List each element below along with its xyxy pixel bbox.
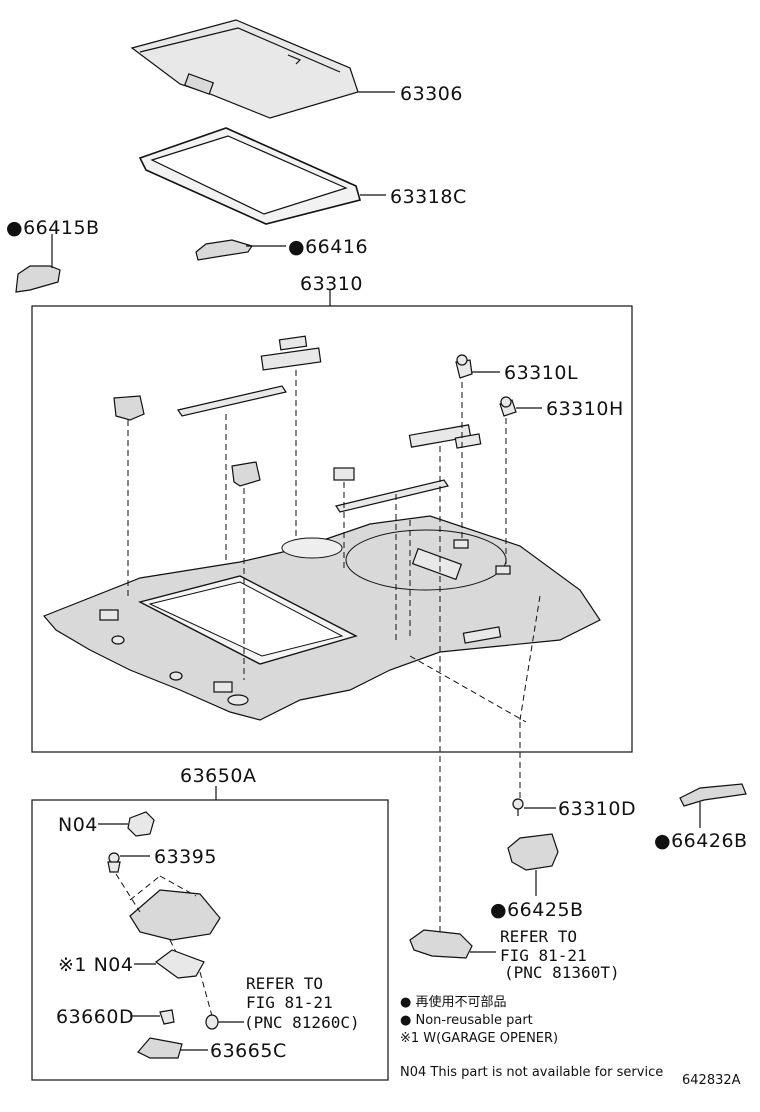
ref-left-line2: FIG 81-21 — [246, 993, 333, 1012]
pad-small-center — [333, 467, 355, 481]
ref-left-line1: REFER TO — [246, 974, 323, 993]
label-66416: ●66416 — [288, 236, 368, 258]
pad-top-small — [278, 335, 308, 351]
bracket-66415b — [15, 265, 61, 293]
clip-63310h — [499, 396, 517, 417]
screw-63310d — [512, 798, 524, 816]
block-left — [113, 395, 145, 421]
ref-right-line2: FIG 81-21 — [500, 946, 587, 965]
block-center — [231, 461, 261, 487]
label-63665c: 63665C — [210, 1040, 287, 1062]
pad-right — [408, 424, 472, 448]
rail-66426b — [679, 783, 747, 807]
lens-63665c — [137, 1037, 183, 1059]
label-63660d: 63660D — [56, 1006, 134, 1028]
strip-right — [335, 479, 449, 513]
console-dashes — [115, 873, 213, 1017]
dashed-guides — [127, 370, 541, 940]
sunroof-frame-part — [138, 127, 361, 225]
label-63310l: 63310L — [504, 362, 578, 384]
legend-non-reusable-jp: ● 再使用不可部品 — [400, 994, 506, 1010]
label-n04-top: N04 — [58, 814, 98, 836]
label-66415b: ●66415B — [6, 217, 100, 239]
headliner-part — [42, 515, 601, 721]
figure-id: 642832A — [682, 1073, 741, 1088]
console-assy-part — [129, 889, 221, 941]
label-63650a: 63650A — [180, 765, 256, 787]
console-box — [31, 799, 389, 1081]
map-lamp-part — [409, 929, 473, 959]
ref-left-line3: (PNC 81260C) — [244, 1013, 360, 1032]
clip-66416 — [195, 239, 253, 261]
ref-right-line3: (PNC 81360T) — [504, 963, 620, 982]
bulb-63660d — [159, 1009, 175, 1025]
ref-right-line1: REFER TO — [500, 927, 577, 946]
label-63306: 63306 — [400, 83, 463, 105]
label-66425b: ●66425B — [490, 899, 584, 921]
clip-63395 — [107, 852, 121, 873]
headliner-box — [31, 305, 633, 753]
clip-n04-top — [127, 811, 155, 837]
plate-n04 — [154, 949, 205, 979]
legend-garage-opener: ※1 W(GARAGE OPENER) — [400, 1031, 558, 1046]
label-63395: 63395 — [154, 846, 217, 868]
connector-part — [205, 1014, 219, 1030]
bracket-66425b — [507, 833, 559, 871]
legend-non-reusable-en: ● Non-reusable part — [400, 1013, 533, 1028]
label-n04-plate: ※1 N04 — [58, 954, 133, 976]
sunshade-part — [130, 19, 359, 119]
label-63318c: 63318C — [390, 186, 467, 208]
legend-n04-note: N04 This part is not available for servi… — [400, 1065, 663, 1080]
clip-63310l — [455, 354, 473, 379]
label-63310h: 63310H — [546, 398, 624, 420]
label-63310: 63310 — [300, 273, 363, 295]
pad-top — [260, 347, 322, 371]
label-63310d: 63310D — [558, 798, 636, 820]
strip-left — [177, 385, 287, 417]
label-66426b: ●66426B — [654, 830, 748, 852]
